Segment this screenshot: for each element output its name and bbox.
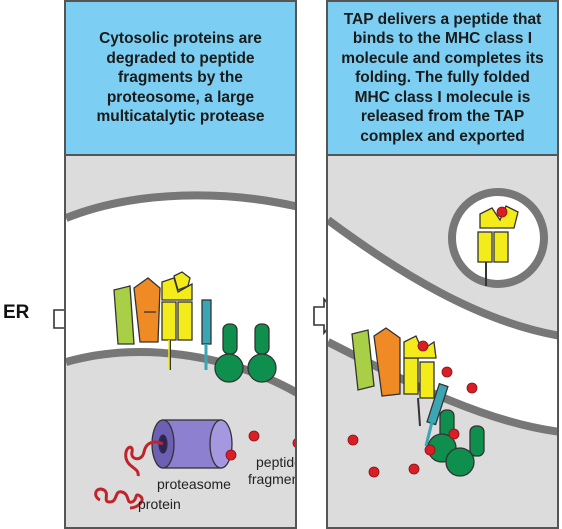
export-vesicle bbox=[448, 188, 548, 288]
er-membrane-top bbox=[66, 191, 295, 222]
caption-text-left: Cytosolic proteins are degraded to pepti… bbox=[96, 30, 265, 126]
mhc-complex-right bbox=[351, 327, 485, 477]
tap-transporter-b bbox=[254, 323, 270, 355]
label-proteasome: proteasome bbox=[157, 476, 231, 492]
panel-left: Cytosolic proteins are degraded to pepti… bbox=[64, 0, 297, 529]
tapasin bbox=[173, 271, 191, 291]
mhc-complex-left bbox=[113, 271, 277, 383]
peptide-fragments-right bbox=[347, 366, 478, 478]
label-fragments: fragments bbox=[248, 471, 297, 487]
protein-coil bbox=[94, 487, 144, 510]
er-membrane-top-right bbox=[328, 216, 557, 340]
tap-nucleotide-b bbox=[247, 353, 277, 383]
panel-right: TAP delivers a peptide that binds to the… bbox=[326, 0, 559, 529]
panel-left-illustration: proteasome peptide fragments protein bbox=[66, 191, 297, 512]
panel-left-caption: Cytosolic proteins are degraded to pepti… bbox=[66, 2, 295, 156]
panel-right-illustration bbox=[328, 188, 557, 478]
er-membrane-bottom bbox=[66, 348, 295, 397]
er-label: ER bbox=[3, 302, 30, 323]
mhc-heavy-chain bbox=[161, 301, 177, 341]
tap-nucleotide-a bbox=[214, 353, 244, 383]
label-protein: protein bbox=[138, 496, 181, 512]
label-peptide: peptide bbox=[256, 454, 297, 470]
orange-chaperone bbox=[133, 277, 161, 343]
peptide-fragments-left bbox=[225, 430, 295, 461]
panel-right-caption: TAP delivers a peptide that binds to the… bbox=[328, 2, 557, 156]
caption-text-right: TAP delivers a peptide that binds to the… bbox=[341, 10, 544, 145]
protein-strand bbox=[124, 440, 164, 477]
teal-protein bbox=[201, 299, 212, 345]
lime-chaperone bbox=[113, 285, 135, 345]
folded-mhc-exported bbox=[477, 205, 519, 286]
er-lumen-right bbox=[328, 220, 557, 432]
proteasome bbox=[151, 419, 233, 469]
tap-transporter-a bbox=[222, 323, 238, 355]
